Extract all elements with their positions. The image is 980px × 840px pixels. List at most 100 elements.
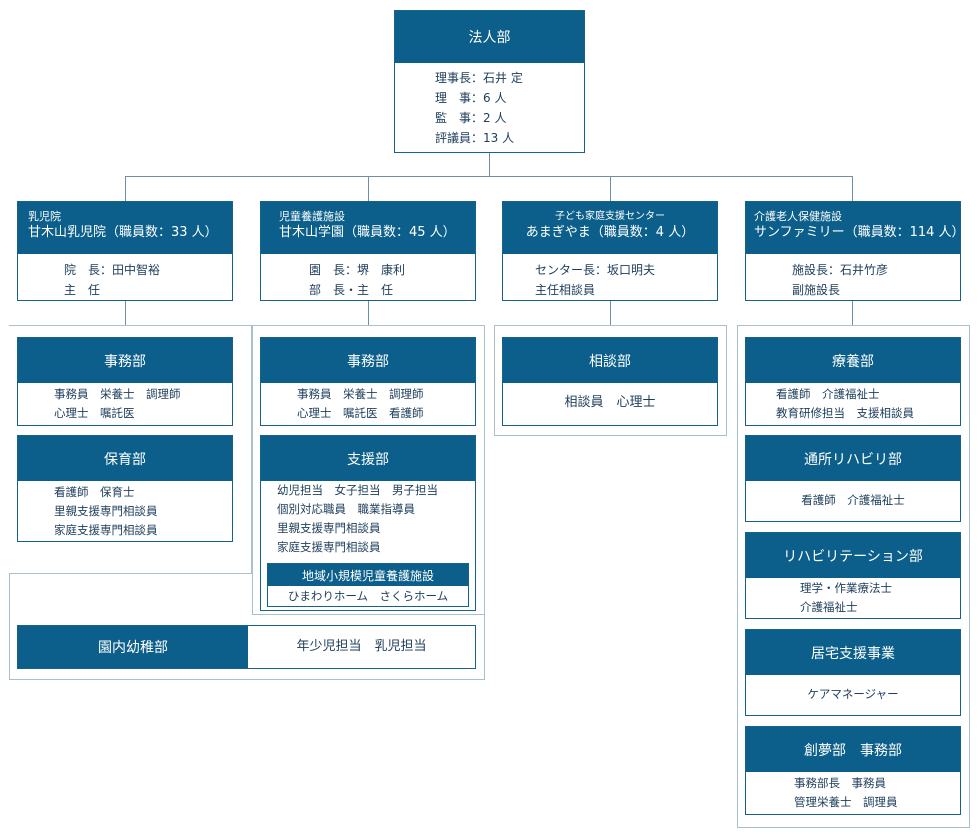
root-line: 評議員：13 人 <box>435 131 515 145</box>
facility-header: 乳児院 甘木山乳児院（職員数：33 人） <box>18 202 232 254</box>
root-lines: 理事長：石井 定 理 事：6 人 監 事：2 人 評議員：13 人 <box>395 63 584 148</box>
department-lines: 看護師 介護福祉士 教育研修担当 支援相談員 <box>746 383 960 423</box>
department-lines: ケアマネージャー <box>746 675 960 704</box>
department-box: リハビリテーション部 理学・作業療法士 介護福祉士 <box>745 532 961 619</box>
facility-category: 児童養護施設 <box>279 210 345 223</box>
connector-horizontal <box>125 176 852 177</box>
facility-line: 副施設長 <box>792 283 841 297</box>
root-box: 法人部 理事長：石井 定 理 事：6 人 監 事：2 人 評議員：13 人 <box>394 10 585 153</box>
facility-box-nyujiin: 乳児院 甘木山乳児院（職員数：33 人） 院 長：田中智裕 主 任 <box>17 201 233 301</box>
facility-header: 児童養護施設 甘木山学園（職員数：45 人） <box>261 202 475 254</box>
department-line: 里親支援専門相談員 <box>277 521 381 535</box>
department-line: 心理士 嘱託医 <box>54 406 135 420</box>
facility-header: 子ども家庭支援センター あまぎやま（職員数：4 人） <box>503 202 717 254</box>
facility-box-sunfamily: 介護老人保健施設 サンファミリー（職員数：114 人） 施設長：石井竹彦 副施設… <box>745 201 965 301</box>
department-lines: 幼児担当 女子担当 男子担当 個別対応職員 職業指導員 里親支援専門相談員 家庭… <box>261 481 475 557</box>
department-box: 事務部 事務員 栄養士 調理師 心理士 嘱託医 看護師 <box>260 337 476 426</box>
department-title: リハビリテーション部 <box>746 533 960 578</box>
facility-line: 部 長・主 任 <box>309 283 394 297</box>
facility-line: 施設長：石井竹彦 <box>792 263 889 277</box>
department-lines: 相談員 心理士 <box>503 383 717 413</box>
facility-lines: 院 長：田中智裕 主 任 <box>18 254 232 300</box>
department-line: 心理士 嘱託医 看護師 <box>297 406 424 420</box>
root-title: 法人部 <box>395 11 584 63</box>
facility-box-gakuen: 児童養護施設 甘木山学園（職員数：45 人） 園 長：堺 康利 部 長・主 任 <box>260 201 476 301</box>
department-line: 看護師 保育士 <box>54 485 135 499</box>
connector-col2-down <box>368 301 369 326</box>
department-title: 事務部 <box>261 338 475 383</box>
facility-lines: 施設長：石井竹彦 副施設長 <box>746 254 960 300</box>
department-line: 事務部長 事務員 <box>794 776 886 790</box>
department-line: 教育研修担当 支援相談員 <box>776 406 914 420</box>
department-line: 幼児担当 女子担当 男子担当 <box>277 483 438 497</box>
department-line: 家庭支援専門相談員 <box>54 523 158 537</box>
department-line: 里親支援専門相談員 <box>54 504 158 518</box>
facility-line: 園 長：堺 康利 <box>309 263 406 277</box>
department-line: 理学・作業療法士 <box>800 581 892 595</box>
facility-line: 院 長：田中智裕 <box>64 263 161 277</box>
department-line: 事務員 栄養士 調理師 <box>297 387 424 401</box>
department-line: 家庭支援専門相談員 <box>277 540 381 554</box>
facility-name: あまぎやま（職員数：4 人） <box>525 225 695 240</box>
facility-lines: 園 長：堺 康利 部 長・主 任 <box>261 254 475 300</box>
department-lines: 理学・作業療法士 介護福祉士 <box>746 578 960 617</box>
facility-box-center: 子ども家庭支援センター あまぎやま（職員数：4 人） センター長：坂口明夫 主任… <box>502 201 718 301</box>
department-box: 通所リハビリ部 看護師 介護福祉士 <box>745 435 961 522</box>
department-box: 事務部 事務員 栄養士 調理師 心理士 嘱託医 <box>17 337 233 426</box>
department-box: 相談部 相談員 心理士 <box>502 337 718 426</box>
department-title: 保育部 <box>18 436 232 481</box>
connector-col4-down <box>852 301 853 326</box>
department-line: 事務員 栄養士 調理師 <box>54 387 181 401</box>
root-line: 理事長：石井 定 <box>435 71 523 85</box>
department-title: 通所リハビリ部 <box>746 436 960 481</box>
sub-unit-box: 地域小規模児童養護施設 ひまわりホーム さくらホーム <box>267 563 469 607</box>
facility-name: サンファミリー（職員数：114 人） <box>754 225 965 240</box>
facility-name: 甘木山学園（職員数：45 人） <box>279 225 456 240</box>
department-lines: 事務部長 事務員 管理栄養士 調理員 <box>746 772 960 812</box>
department-box: 保育部 看護師 保育士 里親支援専門相談員 家庭支援専門相談員 <box>17 435 233 542</box>
department-title: 支援部 <box>261 436 475 481</box>
facility-line: センター長：坂口明夫 <box>535 263 656 277</box>
facility-header: 介護老人保健施設 サンファミリー（職員数：114 人） <box>746 202 965 254</box>
department-box: 居宅支援事業 ケアマネージャー <box>745 629 961 716</box>
department-lines: 看護師 介護福祉士 <box>746 481 960 510</box>
department-lines: 事務員 栄養士 調理師 心理士 嘱託医 看護師 <box>261 383 475 423</box>
sub-unit-text: ひまわりホーム さくらホーム <box>287 589 449 603</box>
department-lines: 看護師 保育士 里親支援専門相談員 家庭支援専門相談員 <box>18 481 232 540</box>
connector-col1-down <box>125 301 126 326</box>
department-line: 管理栄養士 調理員 <box>794 795 898 809</box>
root-line: 理 事：6 人 <box>435 91 507 105</box>
department-title: 事務部 <box>18 338 232 383</box>
facility-lines: センター長：坂口明夫 主任相談員 <box>503 254 717 300</box>
department-line: 個別対応職員 職業指導員 <box>277 502 415 516</box>
sub-unit-title: 地域小規模児童養護施設 <box>268 564 468 586</box>
root-line: 監 事：2 人 <box>435 111 507 125</box>
connector-col3 <box>610 176 611 201</box>
kindergarten-text: 年少児担当 乳児担当 <box>296 639 427 654</box>
department-title: 療養部 <box>746 338 960 383</box>
department-line: 介護福祉士 <box>800 600 858 614</box>
connector-col2 <box>368 176 369 201</box>
department-title: 相談部 <box>503 338 717 383</box>
department-line: ケアマネージャー <box>807 687 899 701</box>
facility-name: 甘木山乳児院（職員数：33 人） <box>28 225 218 240</box>
kindergarten-box: 園内幼稚部 年少児担当 乳児担当 <box>17 625 476 669</box>
facility-line: 主 任 <box>64 283 101 297</box>
facility-category: 子ども家庭支援センター <box>555 211 665 222</box>
connector-col3-down <box>610 301 611 326</box>
connector-root-down <box>489 153 490 176</box>
connector-col4 <box>852 176 853 201</box>
department-title: 居宅支援事業 <box>746 630 960 675</box>
connector-col1 <box>125 176 126 201</box>
kindergarten-title: 園内幼稚部 <box>18 626 248 668</box>
department-lines: 事務員 栄養士 調理師 心理士 嘱託医 <box>18 383 232 423</box>
department-title: 創夢部 事務部 <box>746 727 960 772</box>
facility-category: 乳児院 <box>28 210 61 223</box>
department-box: 療養部 看護師 介護福祉士 教育研修担当 支援相談員 <box>745 337 961 426</box>
department-box: 創夢部 事務部 事務部長 事務員 管理栄養士 調理員 <box>745 726 961 815</box>
department-line: 相談員 心理士 <box>564 395 656 410</box>
department-line: 看護師 介護福祉士 <box>801 493 905 507</box>
facility-line: 主任相談員 <box>535 283 596 297</box>
facility-category: 介護老人保健施設 <box>754 210 842 223</box>
department-line: 看護師 介護福祉士 <box>776 387 880 401</box>
